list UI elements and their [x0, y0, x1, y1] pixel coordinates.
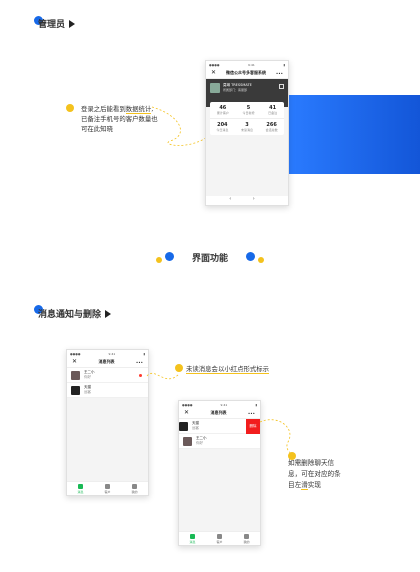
status-bar: ●●●●9:41▮ — [206, 61, 288, 68]
avatar — [179, 421, 188, 431]
list-item[interactable]: 王二小你好 — [67, 368, 148, 383]
user-icon — [243, 533, 249, 539]
delete-button[interactable]: 删除 — [246, 419, 260, 434]
nav-bar: ✕ 消息列表 ••• — [179, 408, 260, 419]
list-item[interactable]: 天猫远客 — [67, 383, 148, 398]
more-icon[interactable]: ••• — [135, 359, 143, 365]
stat-label: 未读消息 — [240, 128, 253, 132]
note-admin-stats: 登录之后能看到数据统计, 已备注手机号的客户数量也 可在此知晓 — [81, 105, 158, 133]
tab-me[interactable]: 我的 — [243, 533, 250, 544]
close-icon[interactable]: ✕ — [184, 409, 190, 416]
nav-title: 消息列表 — [210, 410, 227, 415]
yellow-dot — [288, 452, 296, 460]
status-bar: ●●●●9:41▮ — [179, 401, 260, 408]
nav-bar: ✕ 消息列表 ••• — [67, 357, 148, 368]
stat-value: 46 — [219, 105, 227, 111]
yellow-dot — [156, 257, 162, 263]
avatar — [183, 436, 192, 446]
tab-messages[interactable]: 消息 — [189, 533, 196, 544]
avatar — [71, 370, 80, 380]
message-icon — [189, 533, 195, 539]
list-item[interactable]: 王二小你好 — [179, 434, 260, 449]
more-icon[interactable]: ••• — [247, 410, 255, 416]
section-title-admin: 管理员 — [38, 17, 76, 30]
stat-label: 已备注 — [268, 111, 278, 115]
arrow-right-icon — [105, 309, 112, 318]
blue-backdrop — [288, 95, 420, 174]
nav-title: 微信公众号多客服系统 — [225, 70, 266, 75]
user-icon — [131, 483, 137, 489]
yellow-dot — [66, 104, 74, 112]
dashed-connector — [259, 419, 295, 457]
yellow-dot — [258, 257, 264, 263]
tab-messages[interactable]: 消息 — [77, 483, 84, 494]
stat-value: 41 — [269, 105, 277, 111]
stat-value: 266 — [266, 122, 277, 128]
phone-swipe-delete: ●●●●9:41▮ ✕ 消息列表 ••• 天猫远客 删除 王二小你好 消息 客户… — [178, 400, 261, 546]
message-icon — [77, 483, 83, 489]
stat-label: 累计客户 — [216, 111, 229, 115]
avatar — [71, 385, 80, 395]
phone-message-list: ●●●●9:41▮ ✕ 消息列表 ••• 王二小你好 天猫远客 消息 客户 我的 — [66, 349, 149, 496]
avatar — [210, 83, 220, 93]
close-icon[interactable]: ✕ — [211, 69, 217, 76]
stat-value: 3 — [245, 122, 249, 128]
stat-value: 204 — [217, 122, 228, 128]
user-department: 所属部门：客服部 — [223, 88, 248, 92]
customers-icon — [216, 533, 222, 539]
section-title-messages: 消息通知与删除 — [38, 307, 112, 320]
tab-bar: 消息 客户 我的 — [67, 481, 148, 495]
qrcode-icon[interactable] — [279, 84, 284, 89]
arrow-right-icon — [69, 19, 76, 28]
stat-label: 今日消息 — [216, 128, 229, 132]
section-title-features: 界面功能 — [192, 254, 229, 264]
customers-icon — [104, 483, 110, 489]
note-delete: 如需删除聊天信 息，可在对应的条 目左滑实现 — [288, 459, 341, 490]
swiped-list-item[interactable]: 天猫远客 删除 — [179, 419, 260, 434]
user-name: 莫琳 TRESSMATE — [223, 83, 252, 87]
phone-admin-dashboard: ●●●●9:41▮ ✕ 微信公众号多客服系统 ••• 莫琳 TRESSMATE … — [205, 60, 289, 206]
close-icon[interactable]: ✕ — [72, 358, 78, 365]
stat-label: 今日新增 — [242, 111, 255, 115]
stat-label: 会话总数 — [265, 128, 278, 132]
nav-title: 消息列表 — [98, 359, 115, 364]
blue-dot — [246, 252, 255, 261]
nav-bar: ✕ 微信公众号多客服系统 ••• — [206, 68, 288, 79]
status-bar: ●●●●9:41▮ — [67, 350, 148, 357]
note-unread: 未读消息会以小红点形式标示 — [186, 365, 270, 374]
tab-me[interactable]: 我的 — [131, 483, 138, 494]
tab-bar: 消息 客户 我的 — [179, 531, 260, 545]
stat-value: 5 — [246, 105, 251, 111]
tab-customers[interactable]: 客户 — [216, 533, 223, 544]
tab-customers[interactable]: 客户 — [104, 483, 111, 494]
more-icon[interactable]: ••• — [275, 70, 283, 76]
blue-dot — [34, 16, 43, 25]
list-item[interactable]: 天猫远客 — [179, 419, 246, 434]
bottom-nav[interactable]: ‹ › — [206, 196, 288, 205]
blue-dot — [165, 252, 174, 261]
blue-dot — [34, 305, 43, 314]
yellow-dot — [175, 364, 183, 372]
unread-dot — [139, 374, 142, 377]
